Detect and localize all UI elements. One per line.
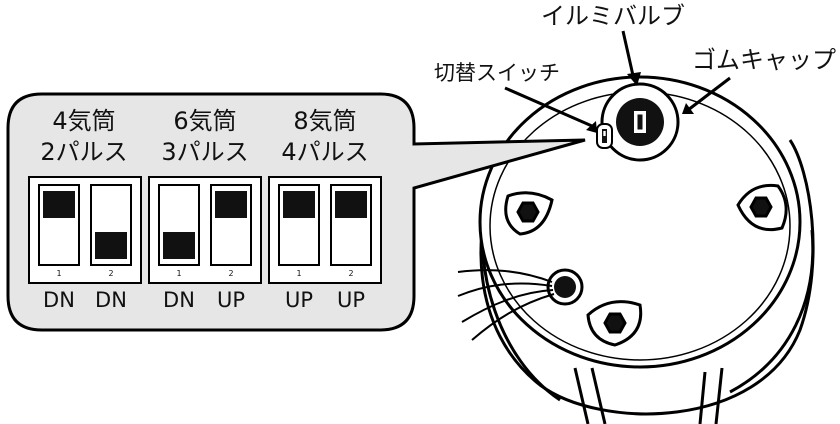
selector-switch-icon: [596, 123, 613, 149]
setting-column: 4気筒 2パルス 1 2 DN DN: [28, 107, 142, 312]
switch-lever: [95, 232, 127, 259]
switch-lever: [283, 191, 315, 218]
switch-2-position-label: DN: [95, 288, 127, 312]
rubber-cap-leader: [687, 76, 731, 112]
cylinder-count-label: 6気筒: [173, 107, 236, 135]
switch-2-position-label: UP: [337, 288, 365, 312]
switch-lever: [163, 232, 195, 259]
switch-2-position-label: UP: [217, 288, 245, 312]
setting-column: 6気筒 3パルス 1 2 DN UP: [148, 107, 262, 312]
switch-1-position-label: UP: [285, 288, 313, 312]
switch-number-label: 2: [108, 269, 113, 278]
wire-harness: [457, 269, 555, 341]
rubber-cap-icon: [600, 82, 680, 162]
switch-1-position-label: DN: [43, 288, 75, 312]
switch-lever: [335, 191, 367, 218]
pulse-count-label: 2パルス: [40, 138, 127, 166]
switch-number-label: 1: [176, 269, 181, 278]
switch-number-label: 1: [296, 269, 301, 278]
mounting-stud-icon: [586, 300, 643, 347]
switch-number-label: 2: [228, 269, 233, 278]
setting-column: 8気筒 4パルス 1 2 UP UP: [268, 107, 382, 312]
switch-number-label: 2: [348, 269, 353, 278]
switch-lever: [43, 191, 75, 218]
cylinder-count-label: 4気筒: [52, 107, 115, 135]
mounting-stud-icon: [736, 183, 788, 232]
pulse-count-label: 3パルス: [161, 138, 248, 166]
switch-1-position-label: DN: [163, 288, 195, 312]
selector-switch-leader: [504, 86, 593, 128]
switch-lever: [215, 191, 247, 218]
switch-number-label: 1: [56, 269, 61, 278]
selector-switch-label: 切替スイッチ: [434, 61, 560, 85]
wire-grommet-icon: [546, 268, 584, 306]
arrow-icon: [682, 103, 694, 114]
arrow-icon: [627, 72, 641, 86]
illumination-bulb-leader: [621, 30, 636, 81]
cylinder-count-label: 8気筒: [293, 107, 356, 135]
pulse-count-label: 4パルス: [281, 138, 368, 166]
rubber-cap-label: ゴムキャップ: [692, 46, 836, 74]
illumination-bulb-label: イルミバルブ: [541, 2, 685, 30]
arrow-icon: [586, 121, 597, 133]
mounting-stud-icon: [504, 191, 554, 236]
